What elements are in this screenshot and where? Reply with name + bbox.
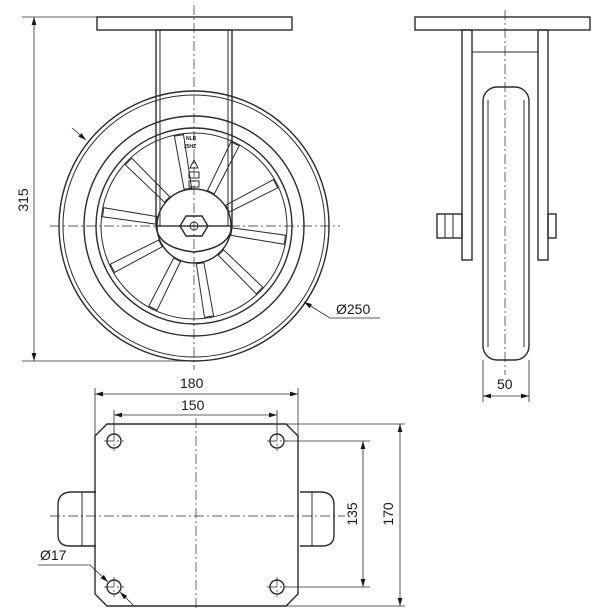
dim-bolt-hole-diameter: Ø17 [40, 547, 67, 563]
dim-wheel-width: 50 [497, 376, 513, 392]
wheel-spoke [148, 257, 182, 311]
bolt-hole-bl [104, 577, 124, 597]
dim-overall-height: 315 [15, 188, 31, 212]
wheel-spoke [109, 239, 163, 274]
bolt-hole-br [267, 577, 287, 597]
wheel-spoke [195, 262, 215, 318]
dim-wheel-diameter: Ø250 [336, 301, 370, 317]
wheel-spoke [217, 249, 264, 295]
dim-plate-length: 170 [380, 502, 396, 526]
mounting-plate [94, 423, 299, 607]
front-view: NLB 25HZ 315 Ø250 [15, 5, 380, 370]
top-plate-side [414, 16, 591, 31]
wheel-spoke [230, 227, 287, 245]
dim-bolt-spacing-y: 135 [344, 502, 360, 526]
wheel-spoke [206, 141, 240, 195]
stamp-line-1: NLB [186, 136, 197, 142]
side-view: 50 [414, 10, 591, 402]
top-view: 180 150 135 170 Ø17 [38, 375, 405, 608]
wheel-spoke [124, 157, 171, 203]
wheel-spoke [101, 207, 158, 225]
dim-bolt-spacing-x: 150 [181, 397, 205, 413]
wheel-spoke [225, 178, 279, 213]
dim-plate-width: 180 [180, 375, 204, 391]
wheel-spokes [101, 134, 287, 318]
stamp-line-2: 25HZ [184, 144, 196, 150]
bolt-hole-tr [267, 431, 287, 451]
axle-bolt [436, 213, 463, 239]
wheel-side [482, 86, 530, 361]
wheel-spoke [173, 134, 193, 190]
top-plate-front [96, 16, 293, 31]
bolt-hole-tl [104, 431, 124, 451]
